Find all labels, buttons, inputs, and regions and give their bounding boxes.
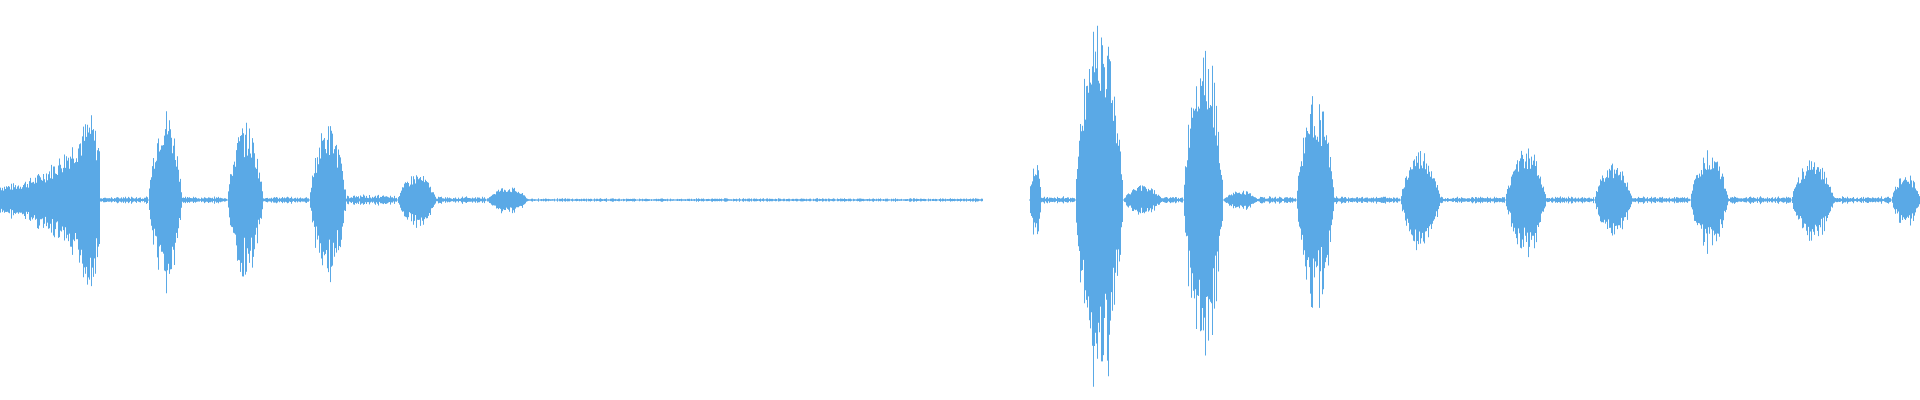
waveform-segment-9 bbox=[436, 196, 486, 204]
waveform-segment-23 bbox=[1400, 151, 1440, 251]
waveform-segment-2 bbox=[148, 111, 182, 294]
waveform-segment-25 bbox=[1505, 148, 1546, 258]
waveform-segment-24 bbox=[1440, 196, 1505, 204]
waveform-segment-18 bbox=[1183, 50, 1223, 356]
waveform-segment-7 bbox=[346, 194, 397, 206]
waveform-bars bbox=[0, 25, 1920, 387]
waveform-segment-13 bbox=[1029, 165, 1041, 235]
waveform-segment-17 bbox=[1162, 197, 1183, 204]
waveform-segment-28 bbox=[1632, 196, 1690, 204]
waveform-segment-19 bbox=[1223, 190, 1258, 210]
waveform-segment-32 bbox=[1834, 196, 1891, 204]
waveform-segment-16 bbox=[1123, 185, 1162, 215]
waveform-segment-22 bbox=[1334, 196, 1400, 204]
waveform-segment-33 bbox=[1891, 175, 1920, 226]
waveform-segment-8 bbox=[397, 175, 436, 228]
waveform-segment-3 bbox=[182, 196, 227, 204]
waveform-segment-30 bbox=[1728, 196, 1791, 205]
waveform-segment-21 bbox=[1296, 96, 1334, 308]
waveform-segment-4 bbox=[227, 122, 263, 277]
waveform-segment-29 bbox=[1690, 150, 1728, 254]
waveform-segment-14 bbox=[1041, 196, 1075, 204]
waveform-segment-27 bbox=[1594, 163, 1632, 236]
waveform-segment-26 bbox=[1546, 196, 1594, 204]
waveform-segment-0 bbox=[0, 115, 100, 287]
waveform-segment-11 bbox=[528, 198, 983, 203]
waveform-segment-10 bbox=[486, 187, 528, 214]
waveform-segment-15 bbox=[1075, 25, 1123, 387]
waveform-segment-5 bbox=[263, 196, 309, 204]
waveform-segment-6 bbox=[309, 126, 346, 283]
waveform-segment-31 bbox=[1791, 160, 1834, 241]
waveform-segment-20 bbox=[1258, 196, 1296, 204]
waveform-segment-1 bbox=[100, 196, 148, 204]
